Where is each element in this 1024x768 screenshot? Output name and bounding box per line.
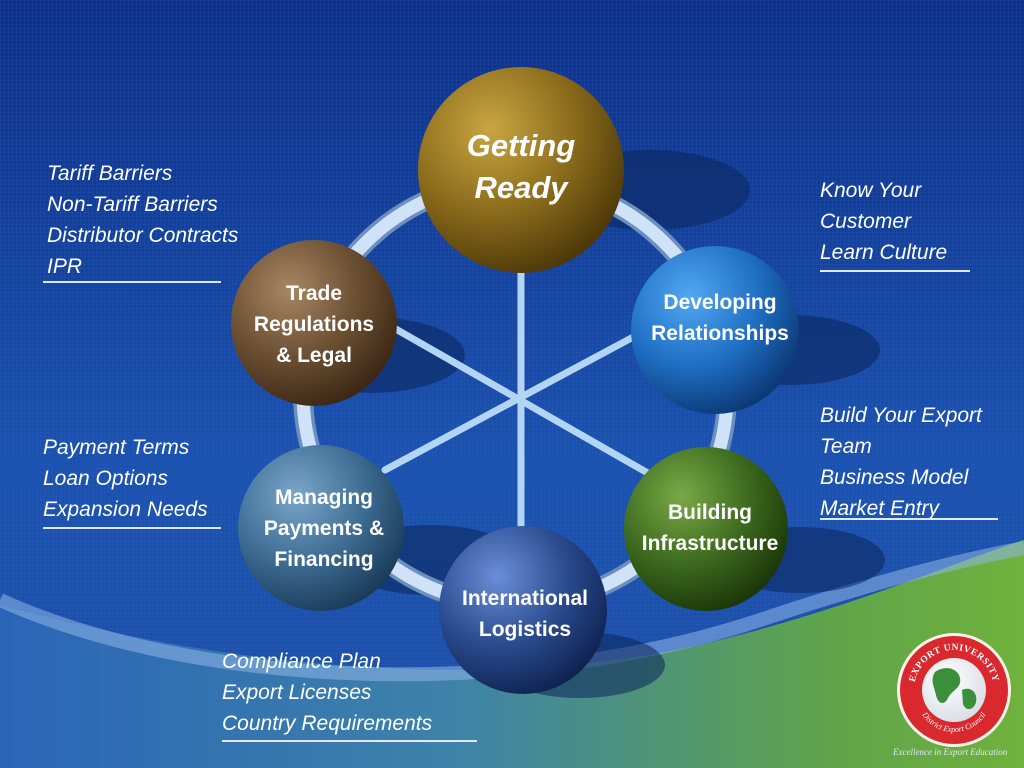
- developing-note-2: Customer: [820, 210, 912, 233]
- developing-notes: Know Your Customer Learn Culture: [820, 175, 947, 268]
- managing-note-2: Loan Options: [43, 467, 168, 490]
- logistics-line-1: International: [461, 587, 588, 610]
- building-note-3: Business Model: [820, 466, 969, 489]
- building-line-1: Building: [668, 501, 752, 524]
- trade-note-2: Non-Tariff Barriers: [47, 193, 218, 216]
- building-notes-divider: [820, 518, 998, 520]
- developing-note-3: Learn Culture: [820, 241, 948, 264]
- trade-notes-divider: [43, 281, 221, 283]
- building-circle: [624, 447, 788, 611]
- logistics-note-1: Compliance Plan: [222, 650, 381, 673]
- trade-line-3: & Legal: [276, 344, 352, 367]
- managing-label: Managing Payments & Financing: [244, 482, 404, 575]
- developing-line-2: Relationships: [651, 322, 789, 345]
- developing-line-1: Developing: [663, 291, 777, 314]
- managing-line-2: Payments &: [263, 517, 385, 540]
- export-university-logo: EXPORT UNIVERSITY District Export Counci…: [897, 633, 1011, 747]
- trade-note-4: IPR: [47, 255, 83, 278]
- managing-circle: [238, 445, 404, 611]
- trade-line-1: Trade: [285, 282, 343, 305]
- logo-tagline: Excellence in Export Education: [893, 747, 1008, 757]
- building-line-2: Infrastructure: [641, 532, 779, 555]
- logistics-line-2: Logistics: [478, 618, 572, 641]
- getting-ready-line-1: Getting: [466, 128, 576, 163]
- managing-note-3: Expansion Needs: [43, 498, 208, 521]
- building-note-1: Build Your Export: [820, 404, 982, 427]
- trade-notes: Tariff Barriers Non-Tariff Barriers Dist…: [47, 158, 238, 282]
- logistics-note-3: Country Requirements: [222, 712, 433, 735]
- logistics-notes-divider: [222, 740, 477, 742]
- getting-ready-line-2: Ready: [474, 170, 568, 205]
- building-note-2: Team: [820, 435, 872, 458]
- managing-note-1: Payment Terms: [43, 436, 190, 459]
- logistics-note-2: Export Licenses: [222, 681, 372, 704]
- trade-note-3: Distributor Contracts: [47, 224, 239, 247]
- managing-line-1: Managing: [275, 486, 373, 509]
- building-note-4: Market Entry: [820, 497, 940, 520]
- trade-note-1: Tariff Barriers: [47, 162, 173, 185]
- getting-ready-circle: [418, 67, 624, 273]
- managing-line-3: Financing: [274, 548, 374, 571]
- logistics-label: International Logistics: [440, 583, 610, 645]
- developing-label: Developing Relationships: [625, 287, 815, 349]
- trade-circle: [231, 240, 397, 406]
- developing-notes-divider: [820, 270, 970, 272]
- getting-ready-label: Getting Ready: [421, 125, 621, 209]
- logistics-circle: [439, 526, 607, 694]
- building-label: Building Infrastructure: [620, 497, 800, 559]
- building-notes: Build Your Export Team Business Model Ma…: [820, 400, 982, 524]
- managing-notes-divider: [43, 527, 221, 529]
- bottom-wave: [0, 540, 1024, 768]
- developing-note-1: Know Your: [820, 179, 922, 202]
- managing-notes: Payment Terms Loan Options Expansion Nee…: [43, 432, 208, 525]
- logistics-notes: Compliance Plan Export Licenses Country …: [222, 646, 432, 739]
- trade-label: Trade Regulations & Legal: [234, 278, 394, 371]
- spokes: [376, 258, 669, 539]
- developing-circle: [631, 246, 799, 414]
- trade-line-2: Regulations: [253, 313, 375, 336]
